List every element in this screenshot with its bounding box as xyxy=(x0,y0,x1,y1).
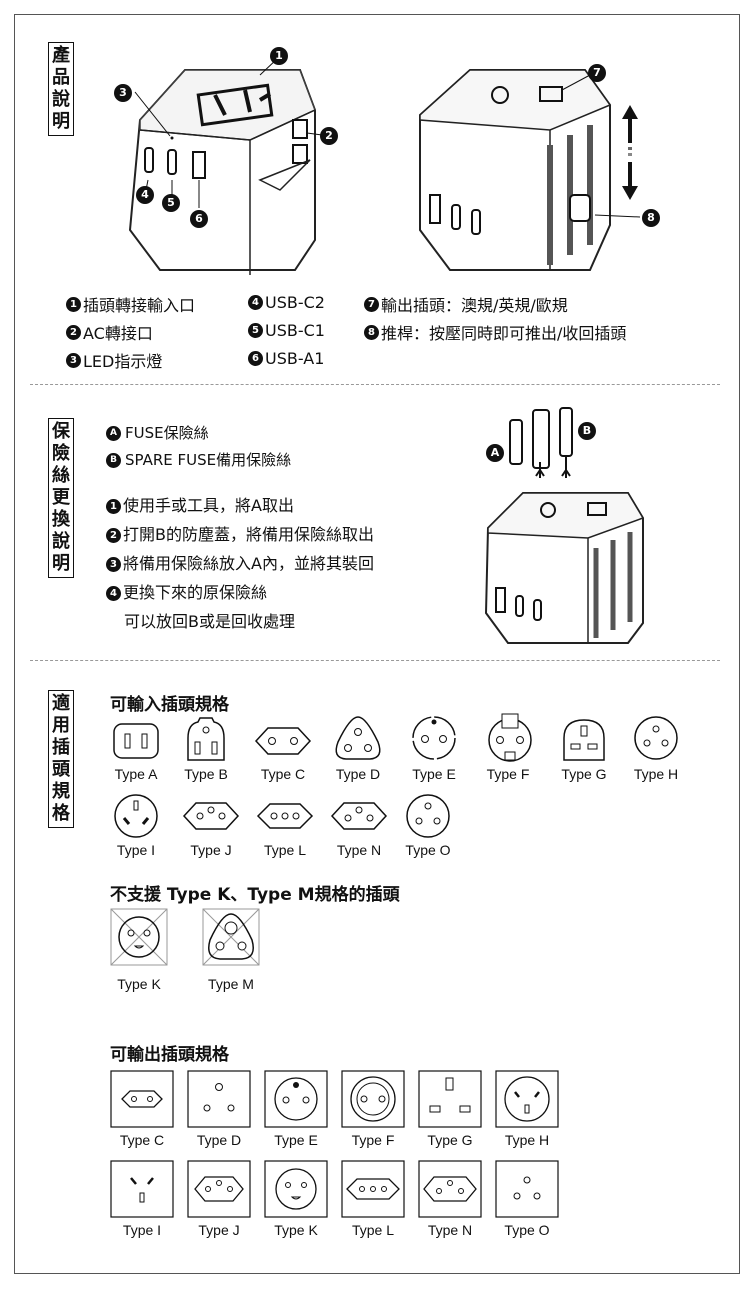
section-label-plugs: 適用插頭規格 xyxy=(48,690,74,828)
divider xyxy=(30,660,720,661)
type-g-plug-icon xyxy=(563,719,605,761)
fuse-callout-b: B xyxy=(578,420,600,440)
callout-7: 7 xyxy=(588,62,608,82)
input-type-f-label: Type F xyxy=(486,766,530,782)
output-type-f-label: Type F xyxy=(351,1132,395,1148)
adapter-front-illustration xyxy=(128,57,323,275)
type-n-plug-icon xyxy=(330,802,388,830)
input-type-b-label: Type B xyxy=(184,766,228,782)
type-j-plug-icon xyxy=(182,802,240,830)
callout-1: 1 xyxy=(270,45,290,65)
type-f-plug-icon xyxy=(488,713,532,762)
output-heading: 可輸出插頭規格 xyxy=(110,1045,229,1065)
input-type-o-label: Type O xyxy=(405,842,451,858)
output-type-l-label: Type L xyxy=(351,1222,395,1238)
output-type-k-icon xyxy=(264,1160,328,1218)
output-type-n-icon xyxy=(418,1160,482,1218)
divider xyxy=(30,384,720,385)
slide-arrow-icon xyxy=(622,105,638,200)
unsupported-type-k-label: Type K xyxy=(117,976,161,992)
unsupported-type-m-label: Type M xyxy=(208,976,254,992)
type-a-plug-icon xyxy=(113,723,159,759)
type-c-plug-icon xyxy=(254,727,312,755)
type-o-plug-icon xyxy=(406,794,450,838)
output-type-d-icon xyxy=(187,1070,251,1128)
output-type-e-label: Type E xyxy=(274,1132,318,1148)
fuse-callout-a: A xyxy=(486,442,508,462)
input-heading: 可輸入插頭規格 xyxy=(110,695,229,715)
input-type-h-label: Type H xyxy=(633,766,679,782)
type-h-plug-icon xyxy=(634,716,678,760)
type-d-plug-icon xyxy=(335,716,381,760)
section-label-product: 產品說明 xyxy=(48,42,74,136)
output-type-n-label: Type N xyxy=(427,1222,473,1238)
callout-2: 2 xyxy=(320,125,340,145)
type-i-plug-icon xyxy=(114,794,158,838)
callout-5: 5 xyxy=(162,192,182,212)
input-type-g-label: Type G xyxy=(561,766,607,782)
output-type-g-icon xyxy=(418,1070,482,1128)
output-type-j-label: Type J xyxy=(198,1222,240,1238)
output-type-i-icon xyxy=(110,1160,174,1218)
input-type-j-label: Type J xyxy=(190,842,232,858)
input-type-d-label: Type D xyxy=(335,766,381,782)
type-b-plug-icon xyxy=(187,717,225,761)
type-e-plug-icon xyxy=(412,716,456,760)
output-type-h-label: Type H xyxy=(504,1132,550,1148)
output-type-g-label: Type G xyxy=(427,1132,473,1148)
input-type-a-label: Type A xyxy=(114,766,158,782)
input-type-e-label: Type E xyxy=(412,766,456,782)
type-l-plug-icon xyxy=(256,803,314,829)
output-type-o-icon xyxy=(495,1160,559,1218)
page-frame xyxy=(14,14,740,1274)
input-type-l-label: Type L xyxy=(263,842,307,858)
output-type-d-label: Type D xyxy=(196,1132,242,1148)
unsupported-heading: 不支援 Type K、Type M規格的插頭 xyxy=(110,885,400,905)
output-type-f-icon xyxy=(341,1070,405,1128)
output-type-k-label: Type K xyxy=(274,1222,318,1238)
type-k-unsupported-icon xyxy=(110,908,168,966)
adapter-back-illustration xyxy=(419,69,641,271)
output-type-l-icon xyxy=(341,1160,405,1218)
callout-4: 4 xyxy=(136,184,156,204)
fuse-replacement-illustration xyxy=(484,407,645,644)
output-type-h-icon xyxy=(495,1070,559,1128)
output-type-j-icon xyxy=(187,1160,251,1218)
fuse-step-4-cont: 可以放回B或是回收處理 xyxy=(124,612,295,631)
section-label-fuse: 保險絲更換說明 xyxy=(48,418,74,578)
input-type-c-label: Type C xyxy=(260,766,306,782)
output-type-o-label: Type O xyxy=(504,1222,550,1238)
callout-8: 8 xyxy=(642,207,662,227)
output-type-i-label: Type I xyxy=(122,1222,162,1238)
input-type-i-label: Type I xyxy=(116,842,156,858)
callout-3: 3 xyxy=(114,82,134,102)
input-type-n-label: Type N xyxy=(336,842,382,858)
callout-6: 6 xyxy=(190,208,210,228)
output-type-e-icon xyxy=(264,1070,328,1128)
output-type-c-label: Type C xyxy=(119,1132,165,1148)
output-type-c-icon xyxy=(110,1070,174,1128)
type-m-unsupported-icon xyxy=(202,908,260,966)
